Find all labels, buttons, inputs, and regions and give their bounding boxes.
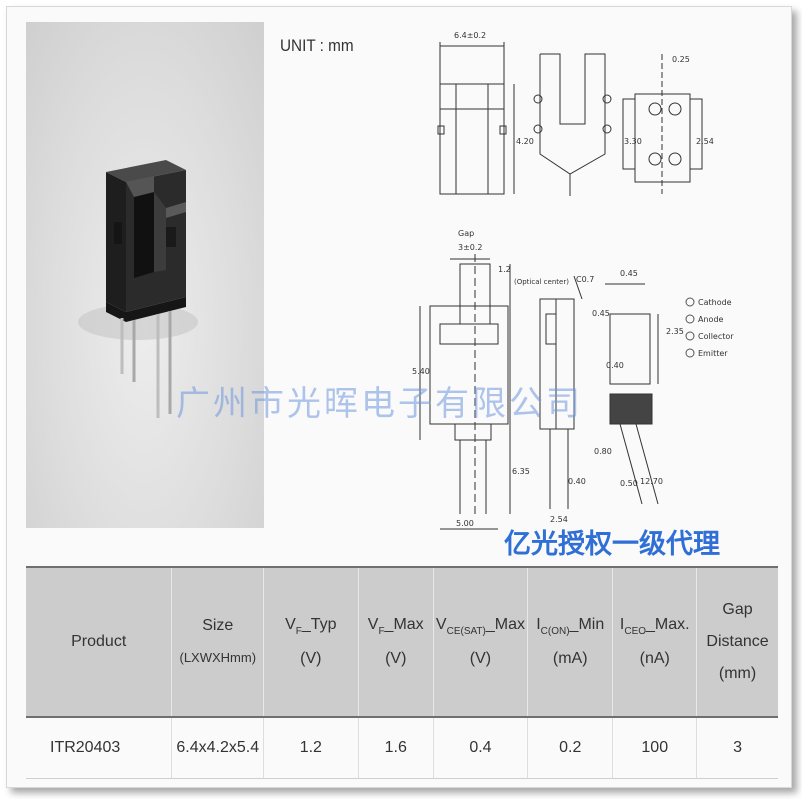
dim-540: 5.40	[412, 367, 430, 376]
header-vf-max: VF_Max (V)	[358, 566, 434, 718]
cell-gap-distance: 3	[696, 717, 778, 779]
header-size: Size (LXWXHmm)	[171, 566, 265, 718]
dim-050: 0.50	[620, 479, 638, 488]
header-vf-typ: VF_Typ (V)	[263, 566, 359, 718]
table-row: ITR20403 6.4x4.2x5.4 1.2 1.6 0.4 0.2 100…	[26, 717, 778, 779]
dim-254-bottom: 2.54	[550, 515, 568, 524]
pin-emitter: Emitter	[698, 349, 728, 358]
dim-635: 6.35	[512, 467, 530, 476]
pin-anode: Anode	[698, 315, 724, 324]
spec-table: Product Size (LXWXHmm) VF_Typ (V) VF_Max…	[26, 566, 778, 779]
dim-optical: (Optical center)	[514, 278, 569, 286]
dim-12: 1.2	[498, 265, 511, 274]
dim-height: 4.20	[516, 137, 534, 146]
unit-label: UNIT : mm	[280, 36, 354, 55]
cell-vce-sat-max: 0.4	[433, 717, 528, 779]
company-watermark: 广州市光晖电子有限公司	[176, 384, 583, 424]
dim-045a: 0.45	[620, 269, 638, 278]
table-header-row: Product Size (LXWXHmm) VF_Typ (V) VF_Max…	[26, 566, 778, 718]
dim-c07: C0.7	[576, 275, 594, 284]
dim-254-top: 2.54	[696, 137, 714, 146]
cell-size: 6.4x4.2x5.4	[171, 717, 265, 779]
cell-vf-max: 1.6	[358, 717, 434, 779]
dim-045b: 0.45	[592, 309, 610, 318]
cell-product: ITR20403	[26, 717, 173, 779]
dim-235: 2.35	[666, 327, 684, 336]
header-vce-sat-max: VCE(SAT)_Max (V)	[433, 566, 528, 718]
authorized-agent-label: 亿光授权一级代理	[504, 529, 720, 560]
dim-040a: 0.40	[606, 361, 624, 370]
pin-cathode: Cathode	[698, 298, 732, 307]
header-iceo-max: ICEO_Max. (nA)	[612, 566, 698, 718]
cell-iceo-max: 100	[612, 717, 698, 779]
dim-080: 0.80	[594, 447, 612, 456]
dim-gap: 3±0.2	[458, 243, 483, 252]
header-ic-on-min: IC(ON)_Min (mA)	[527, 566, 614, 718]
cell-vf-typ: 1.2	[263, 717, 359, 779]
dim-gap-label: Gap	[458, 229, 474, 238]
dim-040b: 0.40	[568, 477, 586, 486]
dim-1270: 12.70	[640, 477, 663, 486]
pin-collector: Collector	[698, 332, 734, 341]
dim-width: 6.4±0.2	[454, 31, 486, 40]
product-photo	[26, 22, 264, 528]
dim-500: 5.00	[456, 519, 474, 528]
dim-025: 0.25	[672, 55, 690, 64]
header-gap-distance: Gap Distance (mm)	[696, 566, 778, 718]
header-product: Product	[26, 566, 173, 718]
dimension-drawing: 6.4±0.2 4.20 0.25 3.30 2.54 Gap 3±0.2 1.…	[412, 31, 734, 530]
dim-330: 3.30	[624, 137, 642, 146]
cell-ic-on-min: 0.2	[527, 717, 614, 779]
